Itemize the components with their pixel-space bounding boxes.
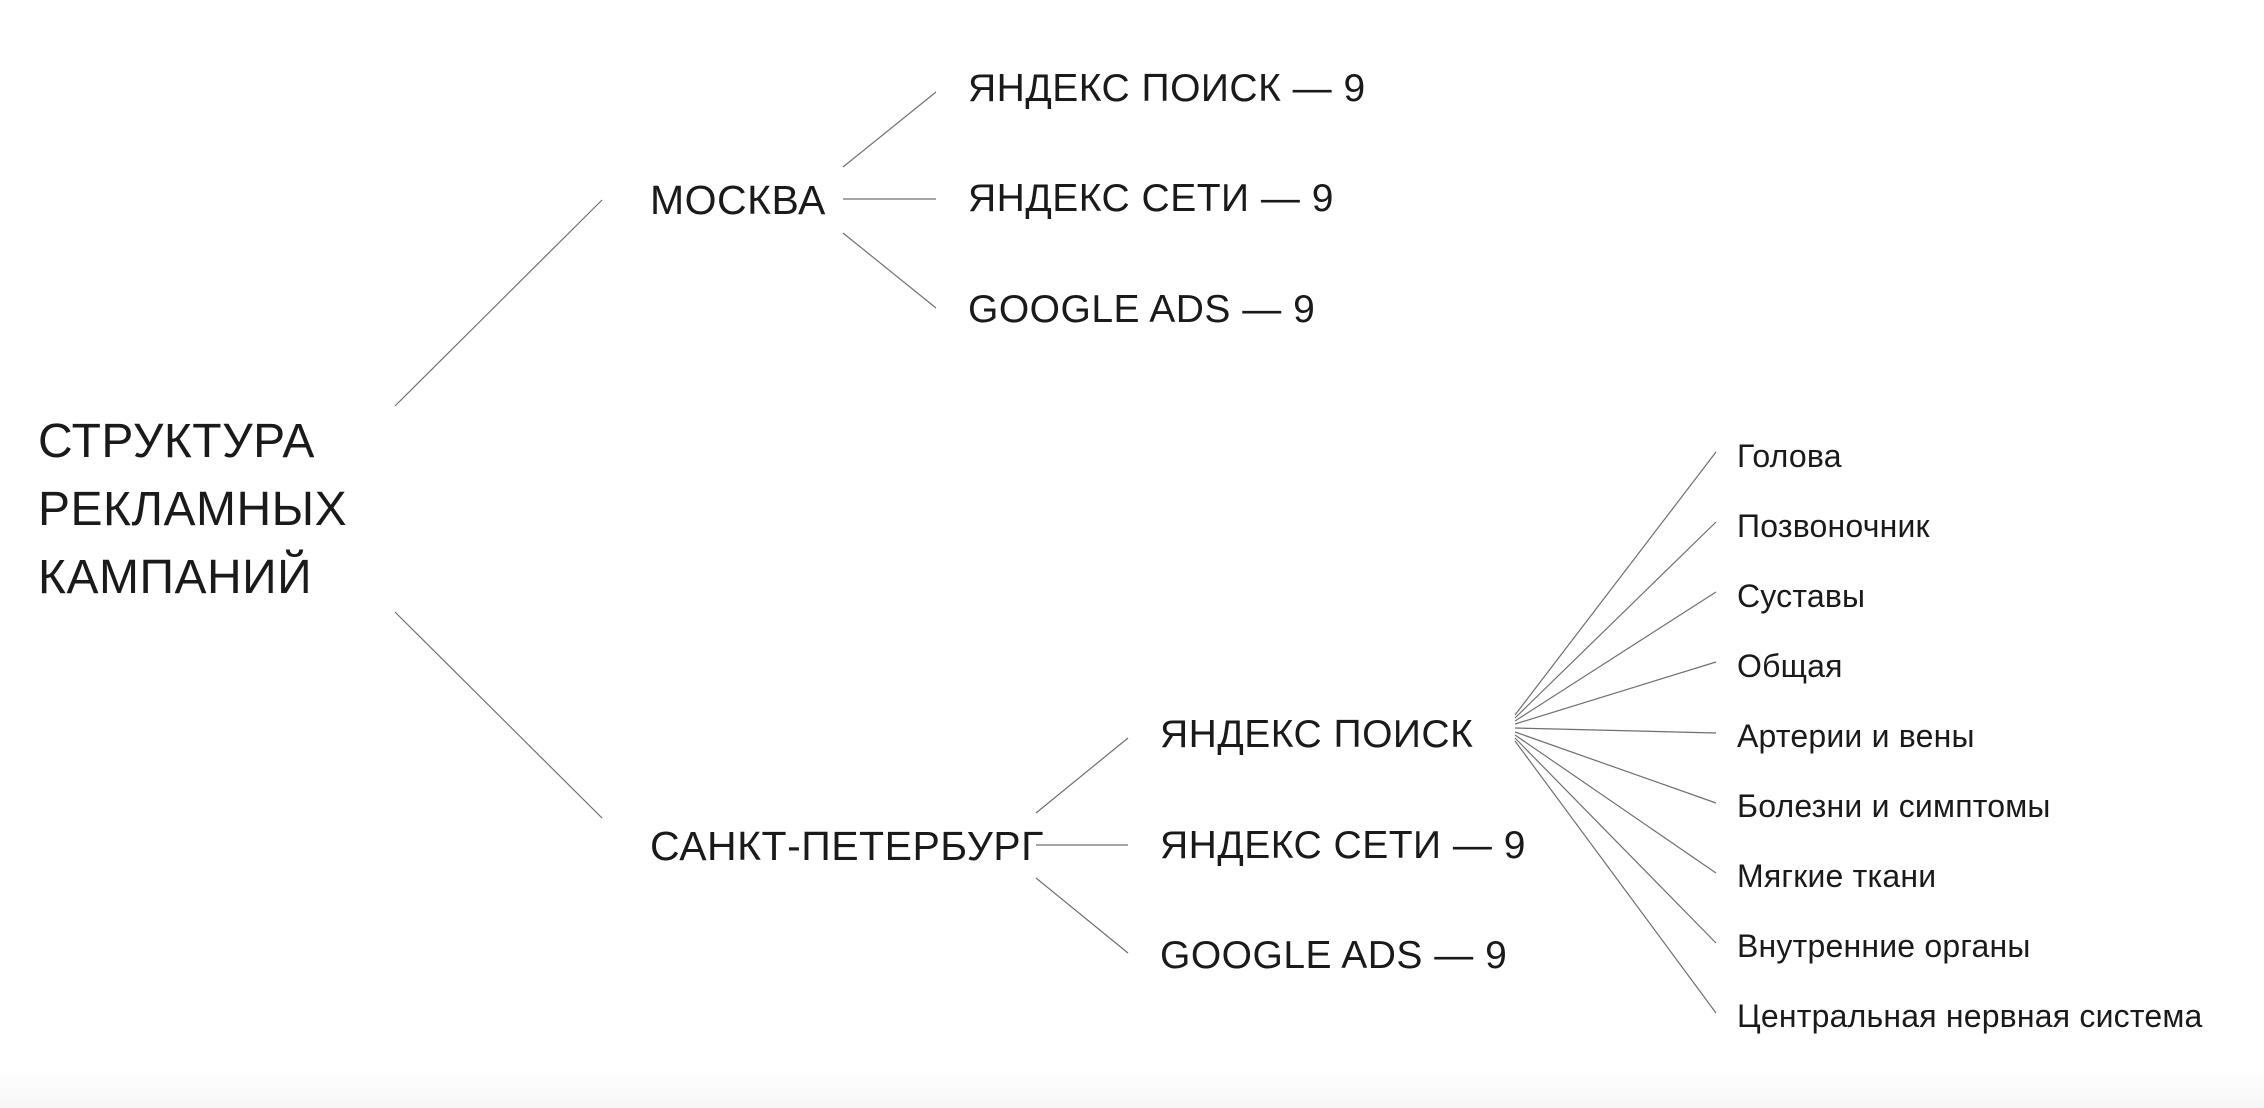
- connector-topic-1: [1514, 451, 1717, 716]
- connector-topic-9: [1514, 740, 1717, 1014]
- root-title-line: РЕКЛАМНЫХ: [38, 483, 348, 536]
- topic-item: Болезни и симптомы: [1737, 788, 2051, 824]
- connector-topic-8: [1514, 737, 1717, 944]
- root-title: СТРУКТУРА РЕКЛАМНЫХ КАМПАНИЙ: [38, 408, 347, 612]
- topic-item: Артерии и вены: [1737, 718, 1975, 754]
- connector-topic-7: [1514, 734, 1717, 874]
- topic-item: Внутренние органы: [1737, 928, 2031, 964]
- connector-spb-google: [1035, 877, 1129, 954]
- connector-topic-5: [1514, 727, 1717, 734]
- connector-topic-3: [1514, 591, 1717, 722]
- moscow-channel-google-ads: GOOGLE ADS — 9: [968, 288, 1316, 331]
- city-saint-petersburg: САНКТ-ПЕТЕРБУРГ: [650, 823, 1044, 869]
- topic-item: Общая: [1737, 648, 1843, 684]
- connector-spb-search: [1035, 737, 1129, 814]
- moscow-channel-yandex-search: ЯНДЕКС ПОИСК — 9: [968, 67, 1366, 110]
- spb-channel-yandex-search: ЯНДЕКС ПОИСК: [1160, 713, 1474, 756]
- connector-topic-4: [1514, 661, 1717, 725]
- bottom-fade: [0, 1068, 2264, 1108]
- topic-item: Мягкие ткани: [1737, 858, 1937, 894]
- connector-root-moscow: [394, 199, 603, 407]
- connector-moscow-search: [842, 91, 937, 168]
- connector-topic-6: [1514, 731, 1717, 804]
- connector-root-spb: [394, 611, 603, 819]
- city-moscow: МОСКВА: [650, 177, 826, 223]
- topic-item: Позвоночник: [1737, 508, 1930, 544]
- root-title-line: КАМПАНИЙ: [38, 551, 313, 604]
- root-title-line: СТРУКТУРА: [38, 415, 315, 468]
- topic-item: Центральная нервная система: [1737, 998, 2203, 1034]
- spb-channel-yandex-networks: ЯНДЕКС СЕТИ — 9: [1160, 824, 1526, 867]
- moscow-channel-yandex-networks: ЯНДЕКС СЕТИ — 9: [968, 177, 1334, 220]
- connector-moscow-google: [842, 232, 937, 309]
- topic-item: Суставы: [1737, 578, 1866, 614]
- spb-channel-google-ads: GOOGLE ADS — 9: [1160, 934, 1508, 977]
- connector-topic-2: [1514, 521, 1717, 719]
- topic-item: Голова: [1737, 438, 1842, 474]
